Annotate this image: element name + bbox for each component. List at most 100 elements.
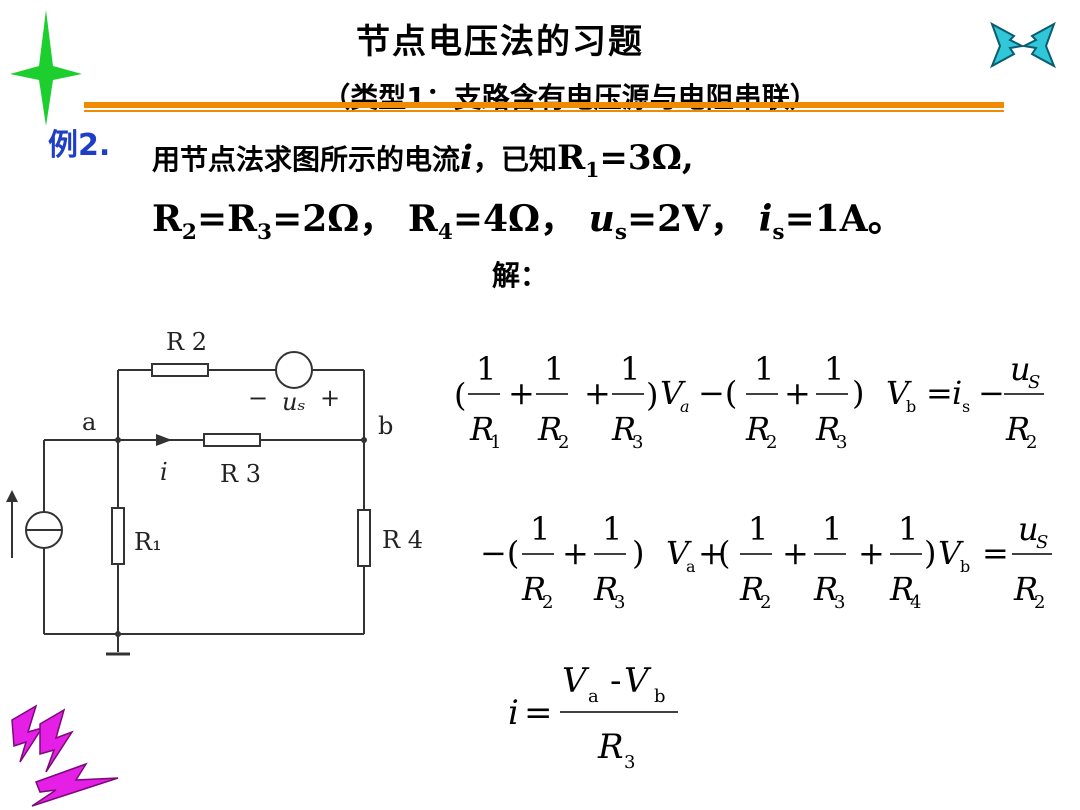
- eq3-va: V: [562, 661, 590, 701]
- eq1-den-sub6: 2: [1026, 432, 1037, 453]
- eq1-den-r4: R: [745, 410, 770, 448]
- solution-label: 解：: [492, 259, 549, 292]
- eq1-den-r3: R: [611, 410, 636, 448]
- eq1-vb-sub: b: [906, 397, 916, 416]
- eq2-plus-1: +: [562, 534, 589, 572]
- equation-2: −( 1 R 2 + 1 R 3 ) V a + ( 1 R 2 + 1 R 3…: [480, 510, 1052, 613]
- eq1-is-sub: s: [962, 397, 970, 416]
- us-value: =2V，: [627, 198, 747, 240]
- r4-name: R: [407, 198, 438, 240]
- eq3-dash: -: [610, 661, 622, 701]
- eq2-den-r6: R: [1013, 570, 1038, 608]
- eq3-r: R: [597, 727, 624, 767]
- eq1-den-sub3: 3: [632, 432, 643, 453]
- eq1-den-sub5: 3: [836, 432, 847, 453]
- eq2-num-2: 1: [602, 510, 622, 548]
- label-us-plus: +: [320, 384, 340, 412]
- eq1-plus-1: +: [508, 374, 535, 412]
- eq1-den-sub: 1: [490, 432, 501, 453]
- eq2-num-5: 1: [898, 510, 918, 548]
- eq2-den-r3: R: [739, 570, 764, 608]
- equation-3: i = V a - V b R 3: [508, 661, 678, 773]
- eq1-den-r2: R: [537, 410, 562, 448]
- eq1-num-3: 1: [620, 350, 640, 388]
- label-us: uₛ: [282, 388, 306, 416]
- label-r3: R 3: [220, 460, 261, 488]
- label-r4: R 4: [382, 526, 423, 554]
- eq1-plus-3: +: [784, 374, 811, 412]
- eq1-den-r6: R: [1005, 410, 1030, 448]
- eq1-num-2: 1: [544, 350, 564, 388]
- eq2-num-4: 1: [822, 510, 842, 548]
- eq2-va: V: [666, 534, 692, 572]
- label-current: i: [160, 458, 168, 486]
- is-value: =1A。: [784, 198, 904, 240]
- eq2-den-sub4: 3: [834, 592, 845, 613]
- eq2-rparen-2: ): [924, 534, 936, 572]
- eq2-den-sub5: 4: [910, 592, 921, 613]
- eq2-va-sub: a: [686, 557, 696, 576]
- eq2-plus-3: +: [782, 534, 809, 572]
- eq2-den-r5: R: [889, 570, 914, 608]
- current-var: i: [460, 138, 473, 178]
- eq3-va-sub: a: [588, 686, 599, 707]
- us-sub: s: [614, 220, 628, 246]
- label-node-b: b: [378, 412, 393, 440]
- r1-name: R: [556, 138, 586, 178]
- title-rule-thin: [84, 110, 1004, 112]
- known-text: ，已知: [472, 143, 557, 176]
- eq3-r-sub: 3: [624, 752, 635, 773]
- label-r1: R₁: [134, 528, 162, 556]
- us-var: u: [588, 198, 615, 240]
- eq2-num-3: 1: [748, 510, 768, 548]
- eq1-minus: −: [978, 374, 1005, 412]
- problem-text: 用节点法求图所示的电流: [152, 143, 461, 176]
- arrows-icon: [990, 21, 1056, 69]
- equation-1: ( 1 R 1 + 1 R 2 + 1 R 3 ) V a −( 1 R 2 +…: [454, 350, 1044, 453]
- eq2-den-sub3: 2: [760, 592, 771, 613]
- eq1-den-sub2: 2: [558, 432, 569, 453]
- eq2-vb-sub: b: [960, 557, 970, 576]
- eq1-neg: −(: [698, 374, 737, 412]
- label-node-a: a: [82, 408, 96, 436]
- eq2-rparen-1: ): [632, 534, 644, 572]
- eq2-den-sub2: 3: [614, 592, 625, 613]
- eq3-eq: =: [524, 693, 553, 733]
- eq1-is: i: [952, 374, 962, 412]
- r1-value: =3Ω,: [599, 138, 694, 178]
- eq1-lparen: (: [454, 376, 466, 414]
- eq2-den-r4: R: [813, 570, 838, 608]
- is-sub: s: [772, 220, 785, 246]
- r4-value: =4Ω，: [452, 198, 577, 240]
- eq1-eq: =: [926, 374, 953, 412]
- eq2-us: u: [1018, 510, 1039, 548]
- example-label: 例2.: [48, 128, 111, 163]
- eq2-eq: =: [982, 534, 1009, 572]
- eq2-lparen: (: [718, 534, 730, 572]
- eq1-va: V: [660, 374, 686, 412]
- circuit-diagram: R 2 a b i R 3 R₁ R 4 − uₛ +: [6, 328, 423, 656]
- eq1-plus-2: +: [584, 374, 611, 412]
- eq2-neg: −(: [480, 534, 519, 572]
- eq1-rparen: ): [646, 376, 658, 414]
- r2-sub: 2: [181, 220, 197, 246]
- eq2-den-sub6: 2: [1034, 592, 1045, 613]
- eq1-us-sub: S: [1028, 372, 1040, 393]
- eq2-plus-2: +: [698, 534, 725, 572]
- eq1-num-5: 1: [824, 350, 844, 388]
- eq2-vb: V: [938, 534, 964, 572]
- r4-sub: 4: [437, 220, 453, 246]
- eq3-vb-sub: b: [654, 686, 666, 707]
- eq1-num-1: 1: [476, 350, 496, 388]
- page-title: 节点电压法的习题: [356, 22, 644, 62]
- eq2-plus-4: +: [858, 534, 885, 572]
- star-icon: [10, 10, 82, 126]
- problem-line-1: 用节点法求图所示的电流i，已知R1=3Ω,: [152, 138, 694, 182]
- r23-value: =2Ω，: [272, 198, 396, 240]
- eq2-us-sub: S: [1036, 532, 1048, 553]
- eq1-us: u: [1010, 350, 1031, 388]
- eq3-vb: V: [624, 661, 652, 701]
- r3-name: =R: [196, 198, 258, 240]
- eq2-num-1: 1: [530, 510, 550, 548]
- label-us-minus: −: [248, 384, 268, 412]
